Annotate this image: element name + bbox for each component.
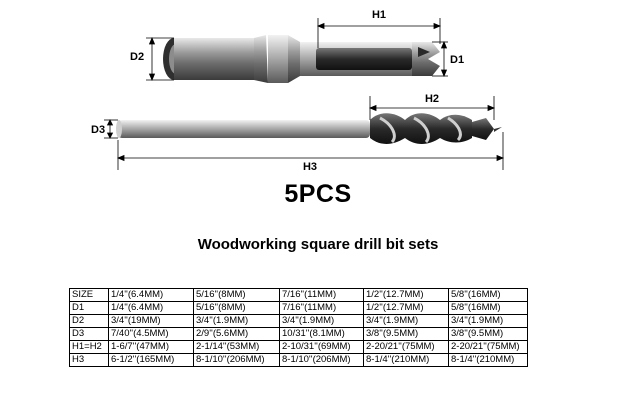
d3-label: D3 (91, 124, 105, 136)
table-cell: 1/4''(6.4MM) (108, 301, 194, 315)
table-cell: 10/31''(8.1MM) (279, 327, 364, 341)
table-cell: 5/8''(16MM) (448, 288, 528, 302)
h3-dimension (116, 132, 505, 170)
d1-dimension (432, 40, 448, 78)
d2-label: D2 (130, 51, 144, 63)
table-cell: 7/16''(11MM) (279, 288, 364, 302)
h2-label: H2 (425, 93, 439, 105)
table-cell: 6-1/2''(165MM) (108, 353, 194, 367)
table-cell: 1/2''(12.7MM) (363, 301, 449, 315)
h2-dimension (368, 96, 496, 120)
h1-label: H1 (372, 9, 386, 21)
table-cell: 7/16''(11MM) (279, 301, 364, 315)
table-cell: 2/9''(5.6MM) (193, 327, 280, 341)
row-header-cell: H1=H2 (69, 340, 109, 354)
table-cell: 2-20/21''(75MM) (448, 340, 528, 354)
row-header-cell: D3 (69, 327, 109, 341)
product-subtitle: Woodworking square drill bit sets (197, 236, 439, 253)
mortise-chisel (163, 35, 440, 83)
table-cell: 1/4''(6.4MM) (108, 288, 194, 302)
table-cell: 2-1/14''(53MM) (193, 340, 280, 354)
auger-drill-bit (116, 113, 502, 144)
row-header-cell: SIZE (69, 288, 109, 302)
table-cell: 3/4''(19MM) (108, 314, 194, 328)
row-header-cell: H3 (69, 353, 109, 367)
table-cell: 5/8''(16MM) (448, 301, 528, 315)
d1-label: D1 (450, 54, 464, 66)
quantity-headline: 5PCS (284, 180, 352, 208)
row-header-cell: D2 (69, 314, 109, 328)
table-cell: 7/40''(4.5MM) (108, 327, 194, 341)
table-cell: 2-10/31''(69MM) (279, 340, 364, 354)
row-header-cell: D1 (69, 301, 109, 315)
table-cell: 8-1/10''(206MM) (279, 353, 364, 367)
table-cell: 5/16''(8MM) (193, 301, 280, 315)
d3-dimension (104, 119, 118, 139)
table-cell: 5/16''(8MM) (193, 288, 280, 302)
drill-bit-diagram: H1 D1 D2 H2 (91, 9, 505, 173)
table-cell: 3/4''(1.9MM) (279, 314, 364, 328)
table-cell: 1/2''(12.7MM) (363, 288, 449, 302)
table-cell: 3/4''(1.9MM) (448, 314, 528, 328)
table-cell: 8-1/4''(210MM) (448, 353, 528, 367)
table-cell: 3/8''(9.5MM) (448, 327, 528, 341)
h1-dimension (316, 18, 442, 48)
table-cell: 3/4''(1.9MM) (193, 314, 280, 328)
table-cell: 3/8''(9.5MM) (363, 327, 449, 341)
h3-label: H3 (303, 161, 317, 173)
table-cell: 8-1/4''(210MM) (363, 353, 449, 367)
table-cell: 3/4''(1.9MM) (363, 314, 449, 328)
table-cell: 1-6/7''(47MM) (108, 340, 194, 354)
table-cell: 8-1/10''(206MM) (193, 353, 280, 367)
table-cell: 2-20/21''(75MM) (363, 340, 449, 354)
d2-dimension (146, 36, 174, 82)
